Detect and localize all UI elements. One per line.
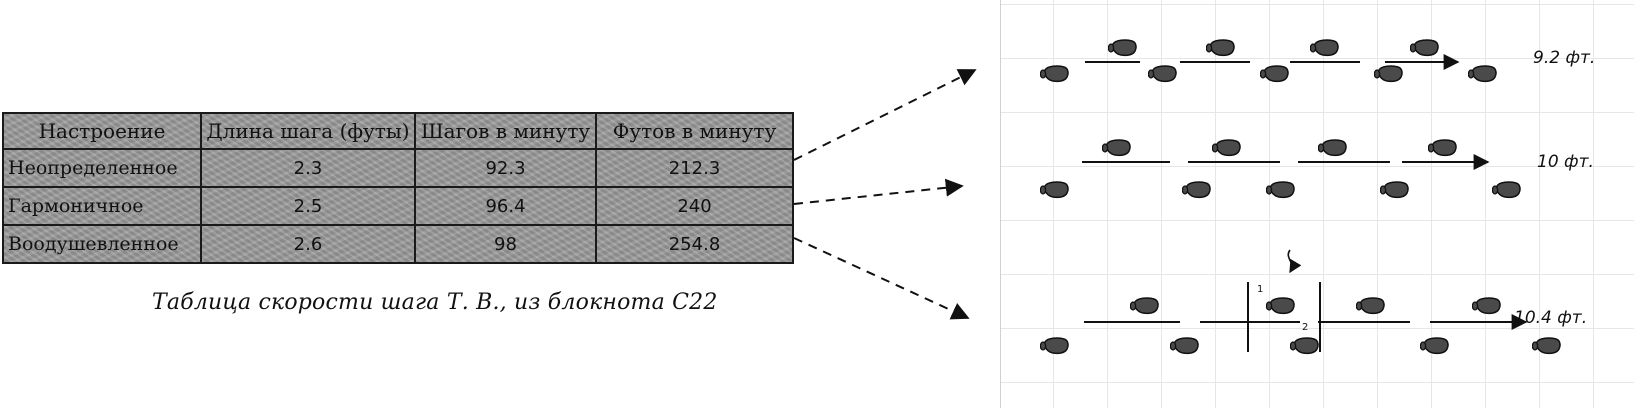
footprint-icon xyxy=(1130,297,1159,315)
cell-mood: Воодушевленное xyxy=(2,224,202,264)
stride-speed-table: Настроение Длина шага (футы) Шагов в мин… xyxy=(2,112,794,264)
footprint-icon xyxy=(1040,181,1069,199)
cell-steps-per-minute: 96.4 xyxy=(414,186,597,226)
dashed-connectors xyxy=(793,69,977,320)
footprint-icon xyxy=(1170,337,1199,355)
cell-steps-per-minute: 92.3 xyxy=(414,148,597,188)
cell-feet-per-minute: 254.8 xyxy=(595,224,794,264)
header-feet-per-minute: Футов в минуту xyxy=(595,112,794,150)
footprint-icon xyxy=(1318,139,1347,157)
footprint-icon xyxy=(1212,139,1241,157)
footprint-icon xyxy=(1102,139,1131,157)
footstep-grid-panel xyxy=(1000,0,1634,408)
footstep-row-1 xyxy=(1040,39,1497,83)
footprint-icon xyxy=(1040,337,1069,355)
connector-line-2 xyxy=(793,178,964,205)
footprint-icon xyxy=(1266,297,1295,315)
cell-stride-length: 2.6 xyxy=(200,224,416,264)
table-row: Воодушевленное 2.6 98 254.8 xyxy=(2,224,794,264)
footprint-icon xyxy=(1206,39,1235,57)
cell-feet-per-minute: 212.3 xyxy=(595,148,794,188)
footstep-row-3 xyxy=(1040,249,1561,355)
distance-label-1: 9.2 фт. xyxy=(1533,48,1596,68)
cell-feet-per-minute: 240 xyxy=(595,186,794,226)
footprint-icon xyxy=(1472,297,1501,315)
footprint-icon xyxy=(1266,181,1295,199)
cell-stride-length: 2.5 xyxy=(200,186,416,226)
distance-label-3: 10.4 фт. xyxy=(1514,308,1588,328)
step-mark-2: 2 xyxy=(1302,322,1309,333)
footprint-icon xyxy=(1356,297,1385,315)
table-caption: Таблица скорости шага Т. В., из блокнота… xyxy=(152,290,718,315)
footprint-icon xyxy=(1492,181,1521,199)
footprint-icon xyxy=(1148,65,1177,83)
table-header-row: Настроение Длина шага (футы) Шагов в мин… xyxy=(2,112,794,150)
down-arrow-icon xyxy=(1287,249,1302,274)
header-steps-per-minute: Шагов в минуту xyxy=(414,112,597,150)
footstep-row-2 xyxy=(1040,139,1521,199)
footprint-icon xyxy=(1290,337,1319,355)
footprint-icon xyxy=(1310,39,1339,57)
cell-mood: Неопределенное xyxy=(2,148,202,188)
footprint-icon xyxy=(1428,139,1457,157)
connector-line-1 xyxy=(793,69,977,161)
footprint-icon xyxy=(1182,181,1211,199)
header-stride-length: Длина шага (футы) xyxy=(200,112,416,150)
distance-label-2: 10 фт. xyxy=(1537,152,1594,172)
footprint-icon xyxy=(1374,65,1403,83)
cell-mood: Гармоничное xyxy=(2,186,202,226)
footprint-icon xyxy=(1532,337,1561,355)
cell-steps-per-minute: 98 xyxy=(414,224,597,264)
header-mood: Настроение xyxy=(2,112,202,150)
footprint-icon xyxy=(1260,65,1289,83)
table-row: Гармоничное 2.5 96.4 240 xyxy=(2,186,794,226)
footprint-icon xyxy=(1420,337,1449,355)
table-row: Неопределенное 2.3 92.3 212.3 xyxy=(2,148,794,188)
footprint-icon xyxy=(1410,39,1439,57)
footprint-icon xyxy=(1040,65,1069,83)
step-mark-1: 1 xyxy=(1257,284,1264,295)
cell-stride-length: 2.3 xyxy=(200,148,416,188)
footprint-icon xyxy=(1108,39,1137,57)
footprint-icon xyxy=(1380,181,1409,199)
footprint-icon xyxy=(1468,65,1497,83)
